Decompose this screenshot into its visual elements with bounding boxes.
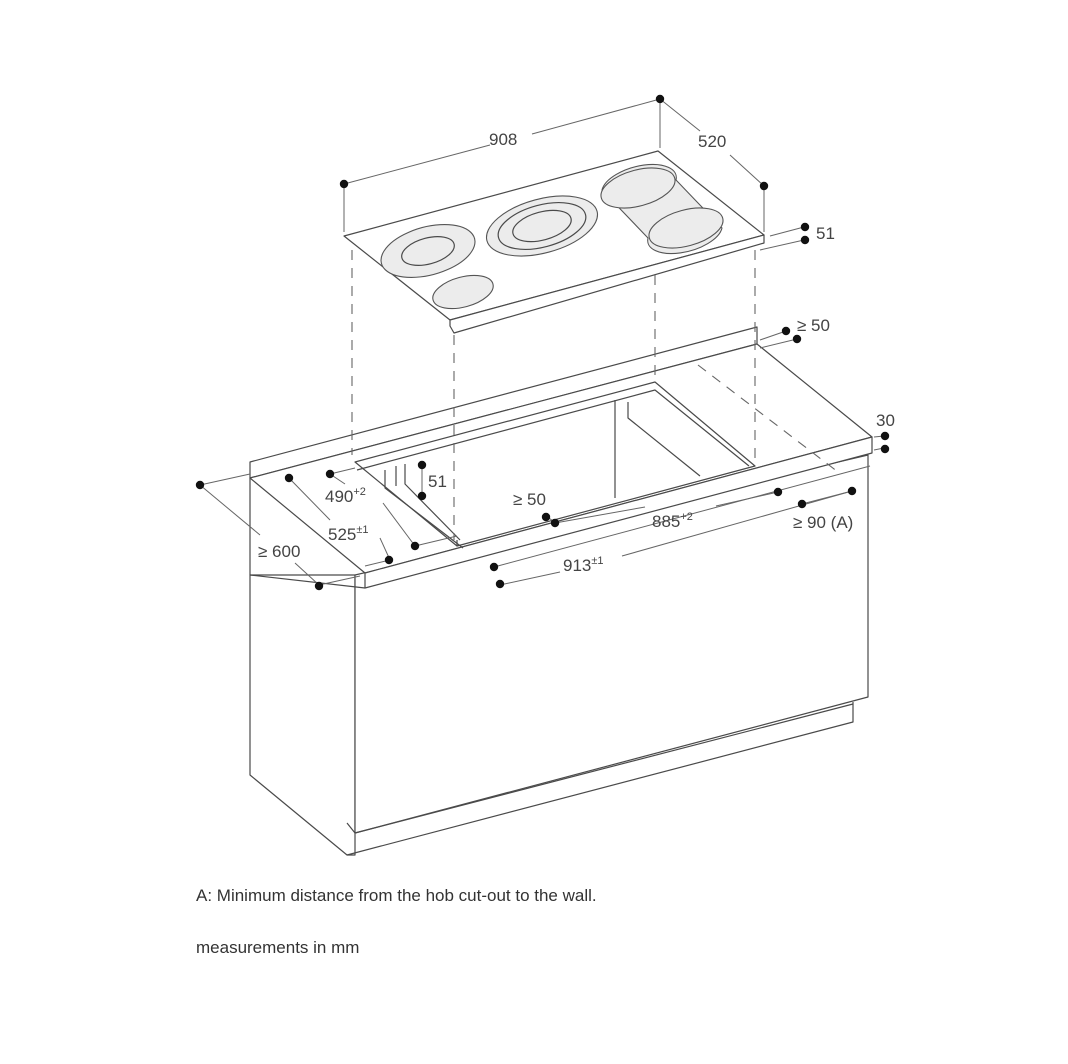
dim-hob-depth: 520 [698, 132, 726, 151]
dim-hob-height: 51 [816, 224, 835, 243]
projection-lines [351, 250, 839, 540]
worktop [249, 326, 873, 589]
legend-note-a: A: Minimum distance from the hob cut-out… [196, 886, 597, 905]
cooking-zone-rear-right [600, 167, 676, 209]
dim-front-clearance: ≥ 50 [513, 490, 546, 509]
cooking-zone-centre [485, 195, 599, 257]
cooking-zone-centre-ring [497, 202, 587, 250]
dim-outer-width: 913±1 [563, 555, 604, 575]
dim-outer-depth: 525±1 [328, 524, 369, 544]
dim-wall-clearance: ≥ 90 (A) [793, 513, 853, 532]
dim-rear-clearance: ≥ 50 [797, 316, 830, 335]
dim-worktop-depth: ≥ 600 [258, 542, 300, 561]
cooking-zone-front [432, 274, 494, 310]
dim-hob-width: 908 [489, 130, 517, 149]
hob [343, 150, 765, 334]
dim-worktop-thickness: 30 [876, 411, 895, 430]
cooking-zone-left [380, 224, 476, 278]
dimension-lines [199, 98, 885, 586]
cooking-zone-front-right [648, 207, 724, 249]
dimension-labels: 908 520 51 ≥ 50 30 490+2 51 525±1 ≥ 50 8… [258, 130, 895, 575]
cooking-zone-left-inner [401, 236, 455, 266]
cooking-zone-centre-inner [512, 209, 572, 243]
dim-side-cut-depth: 51 [428, 472, 447, 491]
units-note: measurements in mm [196, 938, 360, 957]
dim-cutout-depth: 490+2 [325, 486, 366, 506]
dim-cutout-width: 885+2 [652, 511, 693, 531]
marker-dots [195, 94, 890, 591]
worktop-cutout [354, 381, 756, 549]
